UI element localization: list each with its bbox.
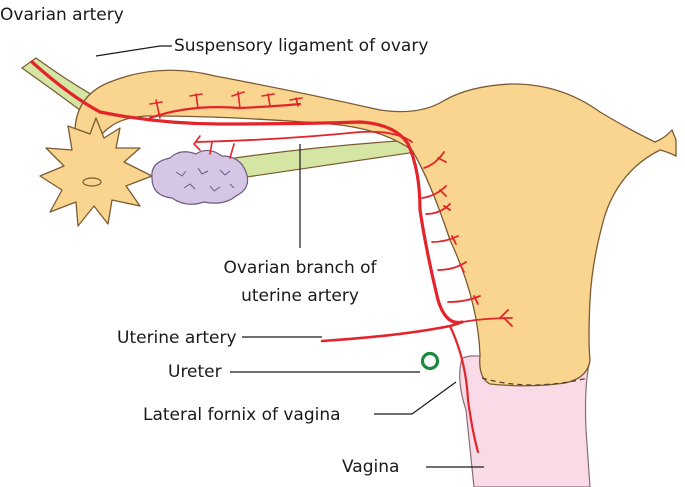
label-uterine-artery: Uterine artery [117, 328, 237, 348]
ovary-shape [152, 150, 248, 204]
label-ovarian-artery: Ovarian artery [0, 5, 124, 25]
label-ovarian-branch-line1: Ovarian branch of [223, 258, 377, 278]
label-lateral-fornix: Lateral fornix of vagina [143, 405, 341, 425]
label-vagina: Vagina [342, 457, 399, 477]
ovarian-ligament-shape [235, 140, 416, 178]
leader-lateral-fornix [374, 382, 456, 414]
label-ureter: Ureter [168, 362, 222, 382]
fimbriae-shape [40, 118, 152, 226]
ureter-shape [423, 354, 438, 369]
leader-suspensory-ligament [96, 46, 172, 56]
label-suspensory-ligament: Suspensory ligament of ovary [174, 36, 428, 56]
label-ovarian-branch-line2: uterine artery [241, 286, 359, 306]
